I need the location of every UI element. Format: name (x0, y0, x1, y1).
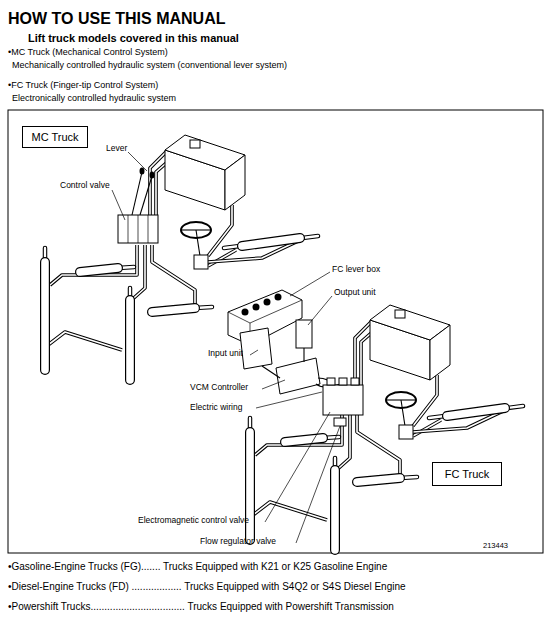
electric-wire (303, 348, 304, 362)
leader-line (256, 392, 322, 408)
solenoid-coil (339, 378, 347, 385)
subtitle: Lift truck models covered in this manual (28, 32, 239, 44)
model-tag: FC Truck (445, 468, 490, 480)
part-label: Input unit (208, 349, 243, 358)
model-heading: •FC Truck (Finger-tip Control System) (8, 81, 158, 91)
fingertip-lever (275, 294, 282, 301)
part-label: Output unit (334, 288, 376, 297)
part-label: Electric wiring (190, 403, 242, 412)
valve-section (148, 215, 149, 243)
leader-line (265, 412, 330, 522)
electric-wire (262, 366, 280, 378)
fc-hydraulic-system (250, 305, 523, 550)
part-label: VCM Controller (190, 383, 248, 392)
lever (140, 176, 152, 215)
model-heading: •MC Truck (Mechanical Control System) (8, 48, 168, 58)
solenoid-coil (327, 378, 335, 385)
fingertip-lever (242, 309, 249, 316)
control-valve (118, 215, 158, 243)
vcm-controller (276, 358, 320, 394)
model-tag-box: MC Truck (22, 126, 88, 148)
model-description: Electronically controlled hydraulic syst… (12, 94, 176, 104)
model-tag: MC Truck (31, 131, 78, 143)
leader-line (262, 380, 285, 389)
truck-type-line: •Gasoline-Engine Trucks (FG)....... Truc… (8, 561, 387, 572)
lever-knob (150, 172, 155, 179)
mc-hydraulic-system (45, 135, 318, 380)
electromagnetic-valve (323, 385, 363, 415)
part-label: Flow regulator valve (200, 537, 276, 546)
lever (132, 172, 142, 215)
leader-line (250, 350, 258, 355)
figure-frame (8, 110, 543, 553)
truck-type-line: •Powershift Trucks......................… (8, 601, 394, 612)
output-unit (296, 320, 312, 348)
solenoid-coil (351, 378, 359, 385)
lever-knob (140, 168, 145, 175)
part-label: Electromagnetic control valve (138, 516, 249, 525)
leader-line (296, 426, 340, 543)
model-description: Mechanically controlled hydraulic system… (12, 61, 287, 71)
page-title: HOW TO USE THIS MANUAL (8, 10, 225, 28)
leader-line (128, 152, 147, 171)
valve-section (138, 215, 139, 243)
valve-section (128, 215, 129, 243)
part-label: Lever (106, 144, 127, 153)
figure-number: 213443 (483, 542, 508, 550)
model-tag-box: FC Truck (432, 462, 502, 486)
fingertip-lever (253, 304, 260, 311)
part-label: FC lever box (332, 265, 380, 274)
fingertip-lever (264, 299, 271, 306)
input-unit (240, 328, 272, 369)
truck-type-line: •Diesel-Engine Trucks (FD) .............… (8, 581, 406, 592)
lever-box-edge (250, 300, 302, 323)
flow-regulator-valve (334, 418, 346, 426)
leader-line (290, 272, 330, 296)
leader-line (308, 296, 332, 325)
leader-line (112, 190, 125, 220)
part-label: Control valve (60, 181, 110, 190)
